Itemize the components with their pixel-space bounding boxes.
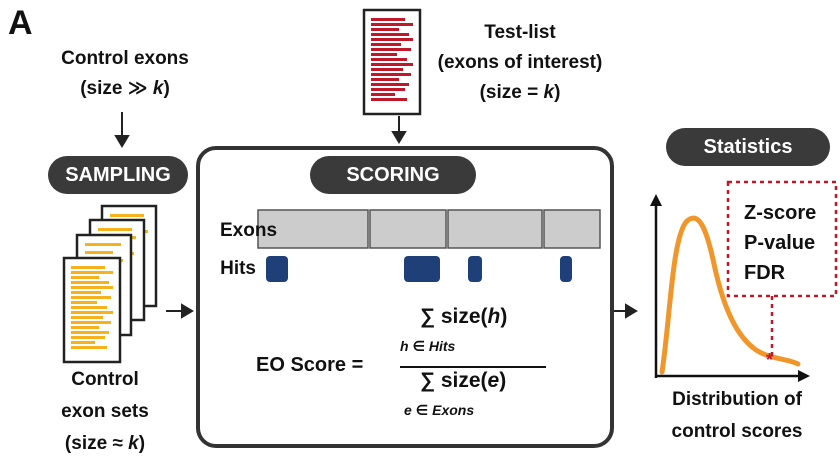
panel-label: A bbox=[8, 4, 33, 42]
hit-bars bbox=[266, 256, 572, 282]
exon-bar bbox=[257, 209, 369, 249]
distribution-line2: control scores bbox=[671, 421, 803, 442]
distribution-curve bbox=[659, 215, 801, 375]
distribution-title: Distribution of control scores bbox=[642, 384, 832, 448]
numerator-subscript: h ∈ Hits bbox=[400, 338, 456, 354]
arrow-right-scoring-icon bbox=[625, 303, 638, 319]
eo-score-label: EO Score = bbox=[256, 354, 364, 376]
scoring-box bbox=[196, 146, 614, 448]
test-list-line3: (size = k) bbox=[479, 82, 561, 103]
hit-bar bbox=[468, 256, 482, 282]
exon-bars bbox=[257, 209, 601, 249]
exons-label: Exons bbox=[220, 220, 278, 241]
x-axis-arrow-icon bbox=[798, 370, 810, 382]
metric-pvalue: P-value bbox=[744, 232, 816, 254]
scoring-pill: SCORING bbox=[310, 156, 476, 194]
exon-bar bbox=[543, 209, 601, 249]
metrics-list: Z-score P-value FDR bbox=[744, 198, 816, 288]
control-exons-line1: Control exons bbox=[61, 48, 189, 69]
exon-bar bbox=[447, 209, 543, 249]
statistics-pill: Statistics bbox=[666, 128, 830, 166]
denominator: ∑ size(e) bbox=[420, 369, 507, 392]
test-score-marker-icon: * bbox=[766, 350, 773, 370]
hits-label: Hits bbox=[220, 258, 256, 279]
denominator-subscript: e ∈ Exons bbox=[404, 402, 475, 418]
numerator: ∑ size(h) bbox=[420, 305, 508, 328]
control-sets-line2: exon sets bbox=[61, 401, 149, 422]
metric-fdr: FDR bbox=[744, 262, 786, 284]
metric-zscore: Z-score bbox=[744, 202, 817, 224]
test-list-line2: (exons of interest) bbox=[437, 52, 603, 73]
control-exon-sets-icon bbox=[62, 204, 158, 364]
test-list-title: Test-list (exons of interest) (size = k) bbox=[425, 18, 615, 108]
arrow-down-test-icon bbox=[391, 131, 407, 144]
y-axis-arrow-icon bbox=[650, 194, 662, 206]
control-exons-line2: (size ≫ k) bbox=[80, 78, 170, 99]
control-sets-line1: Control bbox=[71, 369, 139, 390]
exon-bar bbox=[369, 209, 447, 249]
arrow-down-control-icon bbox=[114, 135, 130, 148]
hit-bar bbox=[560, 256, 572, 282]
control-exons-title: Control exons (size ≫ k) bbox=[40, 44, 210, 104]
distribution-line1: Distribution of bbox=[672, 389, 802, 410]
arrow-right-sampling-icon bbox=[181, 303, 194, 319]
metrics-box bbox=[726, 180, 838, 298]
hit-bar bbox=[266, 256, 288, 282]
test-list-line1: Test-list bbox=[484, 22, 556, 43]
hit-bar bbox=[404, 256, 440, 282]
sampling-pill: SAMPLING bbox=[48, 156, 188, 194]
distribution-plot: * bbox=[650, 180, 838, 382]
control-sets-title: Control exon sets (size ≈ k) bbox=[20, 364, 190, 460]
control-sets-line3: (size ≈ k) bbox=[64, 433, 146, 454]
test-list-document-icon bbox=[362, 8, 422, 116]
